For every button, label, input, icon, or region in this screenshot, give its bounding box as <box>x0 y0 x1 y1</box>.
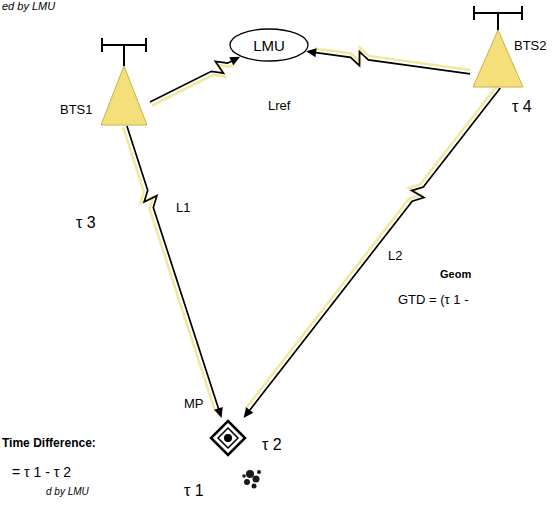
text-label: = τ 1 - τ 2 <box>12 464 71 480</box>
text-label: τ 1 <box>184 482 204 500</box>
node-box: LMU <box>229 28 309 62</box>
radio-link <box>150 57 240 106</box>
text-label: τ 2 <box>262 436 282 454</box>
link-label: L1 <box>176 200 190 215</box>
node-label: BTS1 <box>60 102 93 117</box>
text-label: τ 3 <box>76 214 96 232</box>
radio-link <box>123 126 223 418</box>
node-label: MP <box>184 396 204 411</box>
node-label: BTS2 <box>514 38 547 53</box>
text-label: Geom <box>440 268 471 280</box>
node-box: MP <box>208 418 248 458</box>
link-label: L2 <box>388 248 402 263</box>
dirt-blob <box>242 470 261 489</box>
text-label: Time Difference: <box>2 436 96 450</box>
node-label: LMU <box>253 37 285 54</box>
radio-link <box>244 86 501 419</box>
node-box: BTS2 <box>470 4 526 88</box>
link-label: Lref <box>268 98 290 113</box>
phone-icon <box>208 418 248 458</box>
text-label: d by LMU <box>46 486 89 497</box>
text-label: τ 4 <box>512 98 532 116</box>
bts-tower <box>98 36 150 126</box>
text-label: GTD = (τ 1 - <box>398 292 469 307</box>
text-label: ed by LMU <box>2 0 55 12</box>
radio-link <box>306 48 470 74</box>
node-box: BTS1 <box>98 36 150 126</box>
